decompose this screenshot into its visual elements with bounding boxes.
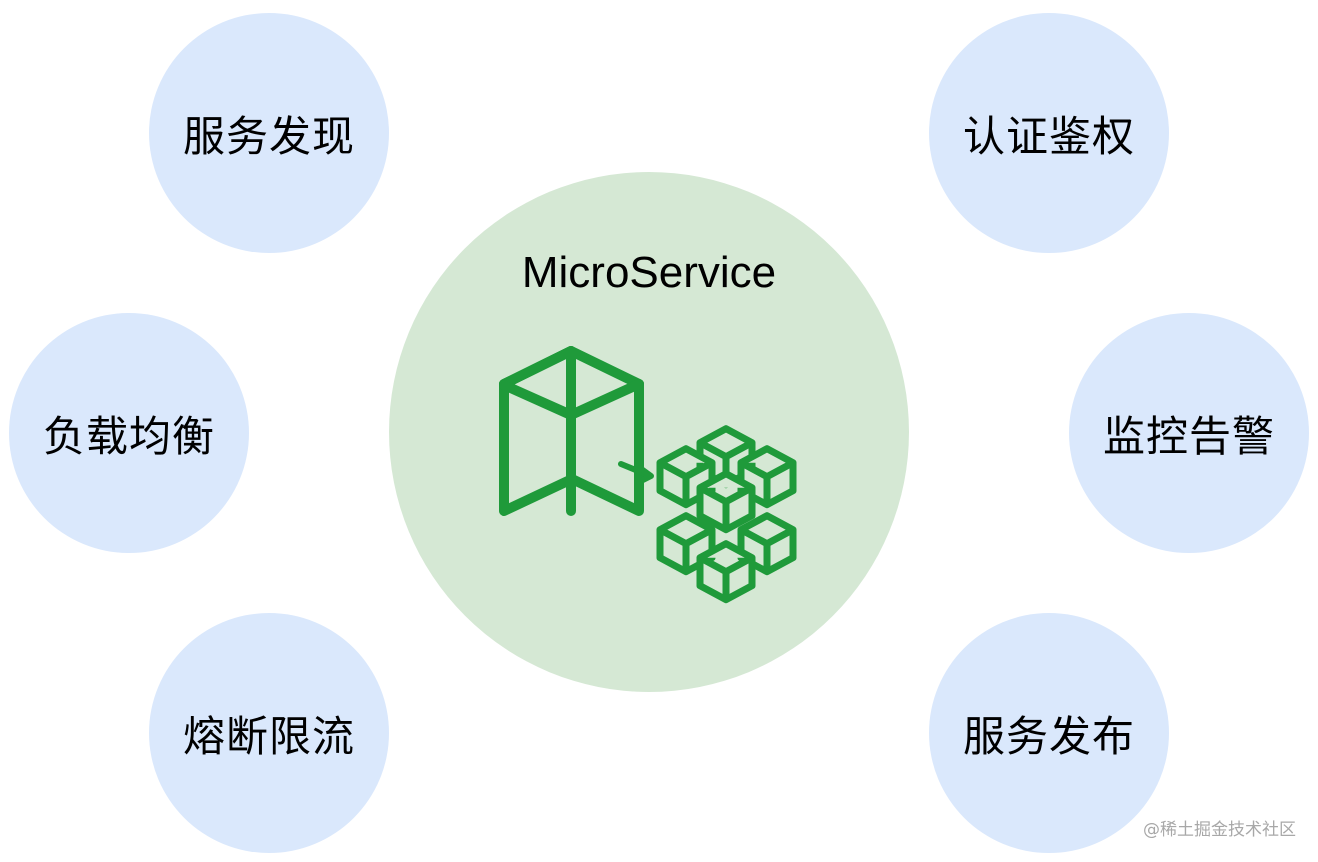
node-circuit-breaking: 熔断限流 [149,613,389,853]
node-monitoring-alerting: 监控告警 [1069,313,1309,553]
node-label: 负载均衡 [42,411,215,461]
monolith-to-microservices-icon [499,346,797,604]
node-label: 监控告警 [1102,411,1275,461]
watermark-text: @稀土掘金技术社区 [1143,820,1296,840]
node-service-discovery: 服务发现 [149,13,389,253]
node-label: 熔断限流 [182,711,355,761]
node-load-balancing: 负载均衡 [9,313,249,553]
center-title: MicroService [521,248,777,297]
node-authentication: 认证鉴权 [929,13,1169,253]
node-label: 服务发布 [962,711,1135,761]
microservice-cubes-icon [656,425,797,604]
node-label: 认证鉴权 [962,111,1135,161]
center-node-microservice: MicroService [389,172,909,692]
node-service-release: 服务发布 [929,613,1169,853]
node-label: 服务发现 [182,111,355,161]
monolith-cube-icon [499,346,644,516]
arrow-icon [618,461,654,485]
mini-cube-icon [696,470,756,534]
mini-cube-icon [696,540,756,604]
